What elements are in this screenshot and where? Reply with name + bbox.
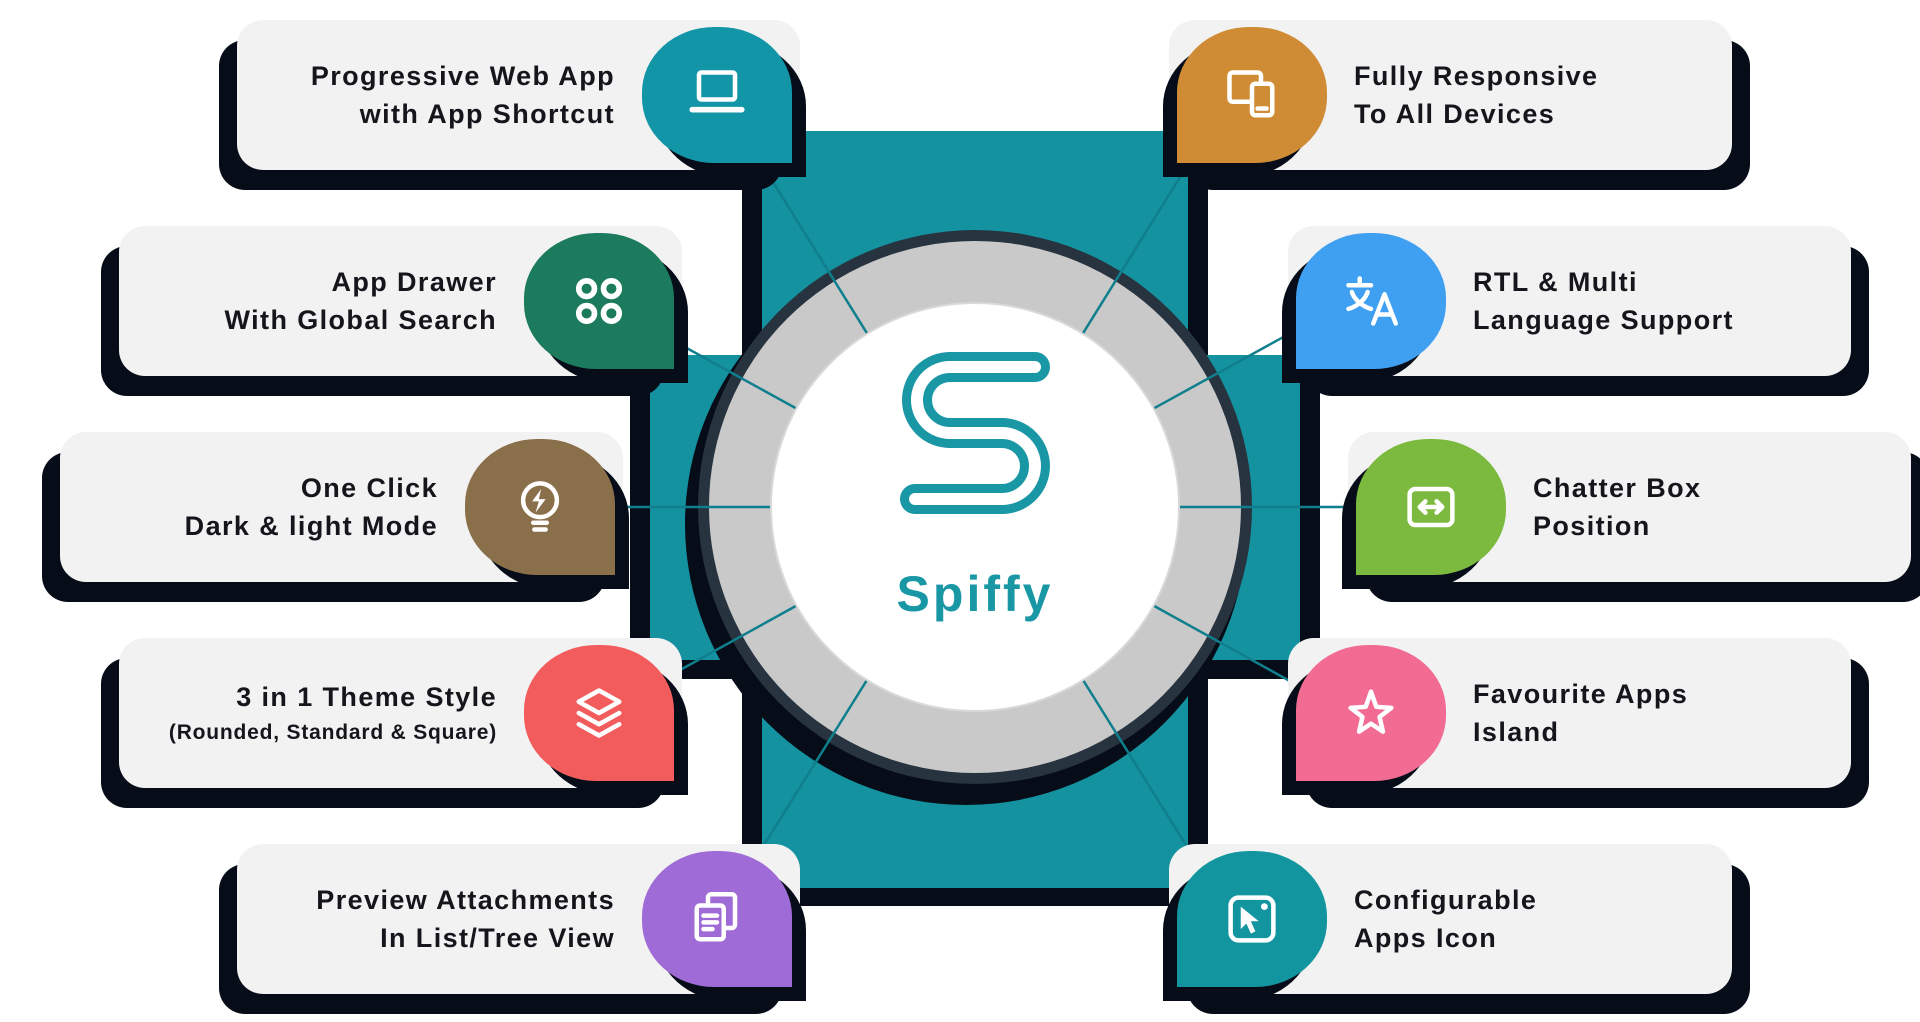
feature-line2: Dark & light Mode <box>184 511 438 541</box>
feature-text: 3 in 1 Theme Style (Rounded, Standard & … <box>149 638 497 788</box>
feature-text: Progressive Web App with App Shortcut <box>267 20 615 170</box>
feature-card-chatter-position: Chatter Box Position <box>1348 432 1911 582</box>
icon-badge <box>524 645 674 781</box>
favourite-star-icon <box>1348 689 1394 734</box>
feature-text: Fully Responsive To All Devices <box>1354 20 1702 170</box>
feature-line2: Apps Icon <box>1354 923 1498 953</box>
feature-card-pwa: Progressive Web App with App Shortcut <box>237 20 800 170</box>
feature-card-responsive: Fully Responsive To All Devices <box>1169 20 1732 170</box>
brand-name: Spiffy <box>896 566 1054 622</box>
translate-icon <box>1346 276 1398 326</box>
feature-line1: Chatter Box <box>1533 472 1702 503</box>
icon-badge <box>1296 233 1446 369</box>
feature-line2: To All Devices <box>1354 99 1556 129</box>
feature-card-preview-attachments: Preview Attachments In List/Tree View <box>237 844 800 994</box>
feature-card-app-drawer: App Drawer With Global Search <box>119 226 682 376</box>
feature-line1: RTL & Multi <box>1473 266 1638 297</box>
icon-badge <box>642 851 792 987</box>
spiffy-logo-mark <box>900 352 1050 514</box>
feature-line1: 3 in 1 Theme Style <box>236 682 497 713</box>
feature-line1: Fully Responsive <box>1354 60 1599 91</box>
icon-badge <box>1296 645 1446 781</box>
feature-card-dark-mode: One Click Dark & light Mode <box>60 432 623 582</box>
responsive-devices-icon <box>1227 70 1275 118</box>
feature-line2: Island <box>1473 717 1560 747</box>
feature-text: One Click Dark & light Mode <box>90 432 438 582</box>
feature-text: Chatter Box Position <box>1533 432 1881 582</box>
feature-line1: Configurable <box>1354 884 1538 915</box>
feature-line2: Language Support <box>1473 305 1734 335</box>
icon-badge <box>642 27 792 163</box>
chatter-position-icon <box>1407 486 1455 528</box>
configurable-apps-icon <box>1228 895 1276 943</box>
preview-attachments-icon <box>694 892 738 942</box>
feature-text: App Drawer With Global Search <box>149 226 497 376</box>
feature-text: Preview Attachments In List/Tree View <box>267 844 615 994</box>
feature-line1: One Click <box>300 472 438 503</box>
feature-line1: App Drawer <box>331 266 497 297</box>
feature-card-favourite-apps: Favourite Apps Island <box>1288 638 1851 788</box>
feature-line1: Favourite Apps <box>1473 678 1689 709</box>
feature-card-rtl-language: RTL & Multi Language Support <box>1288 226 1851 376</box>
icon-badge <box>524 233 674 369</box>
feature-card-configurable-apps: Configurable Apps Icon <box>1169 844 1732 994</box>
icon-badge <box>1356 439 1506 575</box>
feature-text: RTL & Multi Language Support <box>1473 226 1821 376</box>
dark-light-mode-icon <box>520 481 560 532</box>
feature-line2: (Rounded, Standard & Square) <box>168 720 497 744</box>
feature-card-theme-style: 3 in 1 Theme Style (Rounded, Standard & … <box>119 638 682 788</box>
feature-text: Favourite Apps Island <box>1473 638 1821 788</box>
feature-line1: Progressive Web App <box>310 60 615 91</box>
feature-line1: Preview Attachments <box>316 884 615 915</box>
app-drawer-icon <box>575 277 623 325</box>
spiffy-logo <box>845 332 1105 542</box>
feature-line2: with App Shortcut <box>359 99 615 129</box>
icon-badge <box>465 439 615 575</box>
icon-badge <box>1177 851 1327 987</box>
theme-style-layers-icon <box>576 688 622 738</box>
icon-badge <box>1177 27 1327 163</box>
laptop-icon <box>689 70 745 113</box>
feature-line2: Position <box>1533 511 1651 541</box>
feature-line2: In List/Tree View <box>380 923 615 953</box>
feature-text: Configurable Apps Icon <box>1354 844 1702 994</box>
feature-line2: With Global Search <box>224 305 497 335</box>
